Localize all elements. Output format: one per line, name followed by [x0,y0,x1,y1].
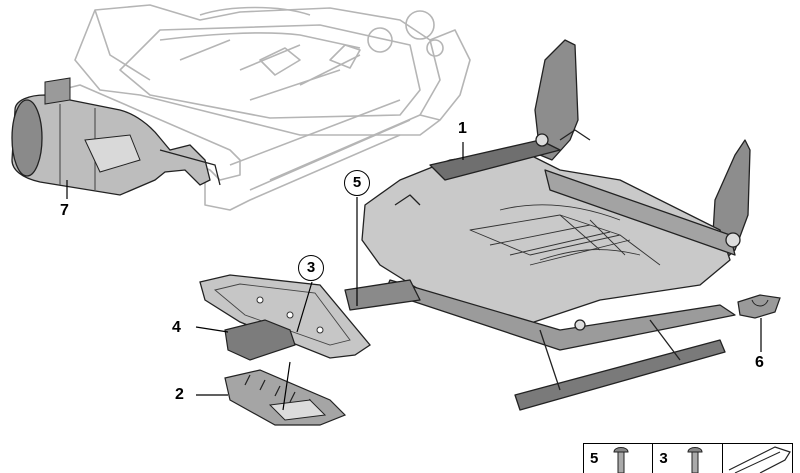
ghost-seat-frame [59,4,471,211]
legend-item-5: 5 [584,444,654,473]
callout-1: 1 [458,120,467,137]
callout-3: 3 [298,255,324,281]
callout-5: 5 [344,170,370,196]
part-6-clip [737,294,781,319]
callout-6: 6 [755,354,764,371]
part-7-seat-motor [11,77,221,196]
part-4-seat-pan-plate [199,274,371,361]
leader-lines [66,142,762,411]
legend-graphics [613,446,791,473]
callout-2: 2 [175,386,184,403]
part-1-seat-frame [344,39,751,411]
legend-item-3: 3 [653,444,723,473]
fastener-legend: 5 3 [583,443,793,473]
callout-4: 4 [172,319,181,336]
legend-number: 5 [590,450,599,467]
callout-7: 7 [60,202,69,219]
legend-item-shape [723,444,792,473]
legend-number: 3 [659,450,668,467]
